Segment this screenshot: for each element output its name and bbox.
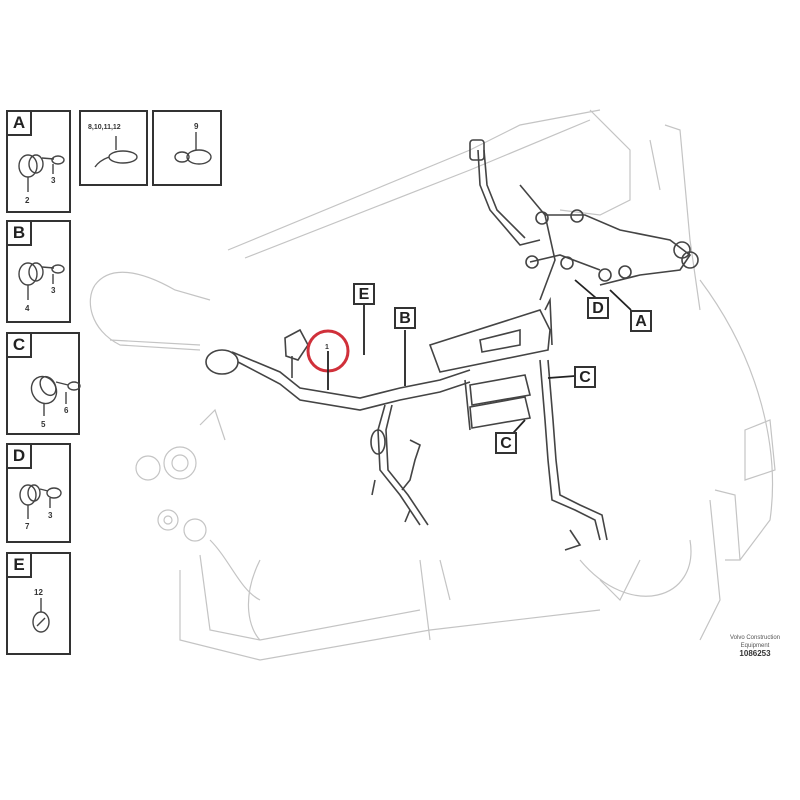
highlighted-item-number: 1 bbox=[325, 344, 329, 351]
reference-code: 1086253 bbox=[739, 649, 771, 658]
wiring-harness bbox=[205, 139, 699, 551]
clip-icon bbox=[174, 132, 212, 165]
detail-panel-b: B 4 3 bbox=[6, 220, 71, 323]
part-number: 6 bbox=[64, 406, 69, 415]
callout-a: A bbox=[630, 310, 652, 332]
clamp-icon bbox=[18, 262, 65, 300]
panel-letter: C bbox=[8, 334, 32, 358]
callout-c-upper: C bbox=[574, 366, 596, 388]
part-number: 3 bbox=[48, 511, 53, 520]
callout-c-lower: C bbox=[495, 432, 517, 454]
part-number: 4 bbox=[25, 304, 30, 313]
panel-letter: D bbox=[8, 445, 32, 469]
detail-panel-d: D 7 3 bbox=[6, 443, 71, 543]
clamp-icon bbox=[18, 154, 65, 192]
part-number: 7 bbox=[25, 522, 30, 531]
part-number: 5 bbox=[41, 420, 46, 429]
detail-panel-a: A 2 3 bbox=[6, 110, 71, 213]
part-number: 12 bbox=[34, 588, 43, 597]
part-number: 9 bbox=[194, 122, 199, 131]
panel-letter: E bbox=[8, 554, 32, 578]
engine-outline bbox=[89, 109, 776, 661]
clamp-icon bbox=[19, 484, 62, 519]
callout-b: B bbox=[394, 307, 416, 329]
loose-parts-panel-cable-tie: 8,10,11,12 bbox=[79, 110, 148, 186]
callout-d: D bbox=[587, 297, 609, 319]
detail-panel-c: C 5 6 bbox=[6, 332, 81, 435]
reference-line1: Volvo Construction bbox=[729, 635, 781, 641]
callout-e: E bbox=[353, 283, 375, 305]
reference-stamp: Volvo Construction Equipment 1086253 bbox=[720, 634, 790, 658]
reference-line2: Equipment bbox=[740, 643, 770, 649]
part-number: 2 bbox=[25, 196, 30, 205]
panel-letter: B bbox=[8, 222, 32, 246]
grommet-icon bbox=[32, 598, 50, 633]
part-number: 8,10,11,12 bbox=[88, 124, 121, 131]
clamp-icon bbox=[30, 375, 81, 416]
panel-letter: A bbox=[8, 112, 32, 136]
part-number: 3 bbox=[51, 176, 56, 185]
detail-panel-e: E 12 bbox=[6, 552, 71, 655]
part-number: 3 bbox=[51, 286, 56, 295]
loose-parts-panel-clip: 9 bbox=[152, 110, 222, 186]
leader-lines bbox=[327, 279, 632, 443]
cable-tie-icon bbox=[94, 136, 138, 168]
